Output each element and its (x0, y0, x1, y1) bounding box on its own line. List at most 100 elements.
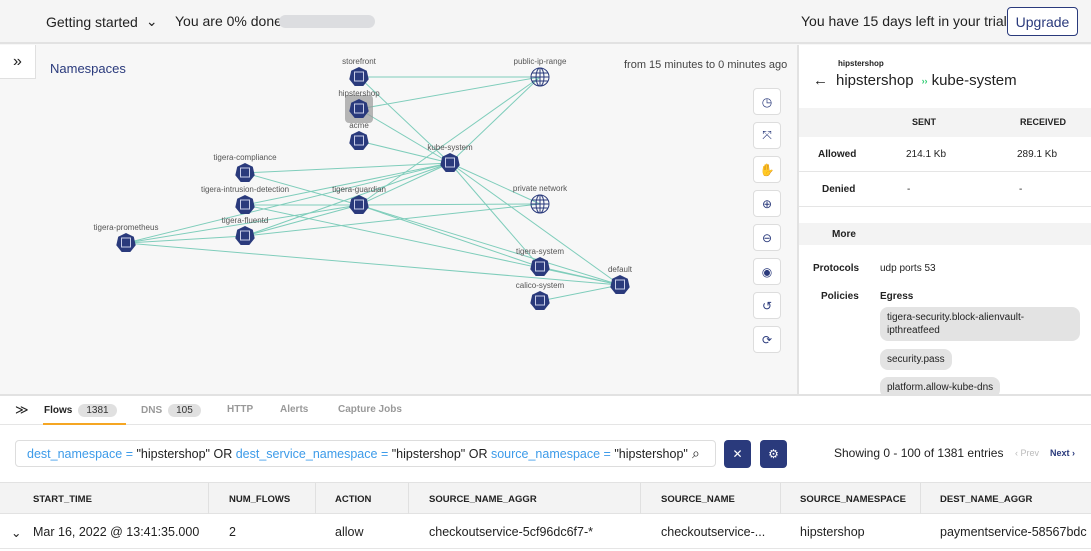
edge-tigera-fluentd-private-network[interactable] (244, 203, 541, 237)
edge-kube-system-public-ip-range[interactable] (449, 76, 541, 164)
cell-start-time: Mar 16, 2022 @ 13:41:35.000 (33, 525, 200, 539)
edge-tigera-prometheus-tigera-guardian[interactable] (125, 204, 360, 244)
egress-label: Egress (880, 291, 914, 302)
column-header[interactable]: SOURCE_NAMESPACE (781, 483, 921, 514)
column-header[interactable]: ACTION (316, 483, 409, 514)
edge-storefront-kube-system[interactable] (358, 76, 451, 164)
close-icon: ✕ (732, 447, 743, 461)
eye-icon[interactable]: ◉ (753, 258, 781, 285)
node-acme[interactable]: acme (349, 121, 369, 150)
denied-row: Denied - - (799, 172, 1091, 207)
edge-hipstershop-public-ip-range[interactable] (358, 76, 541, 110)
tab-alerts[interactable]: Alerts (280, 404, 309, 415)
node-tigera-intrusion-detection[interactable]: tigera-intrusion-detection (201, 185, 289, 214)
edge-tigera-guardian-tigera-system[interactable] (358, 204, 541, 268)
edge-kube-system-default[interactable] (449, 162, 621, 286)
top-bar: Getting started⌄ You are 0% done You hav… (0, 0, 1091, 44)
getting-started-dropdown[interactable]: Getting started⌄ (46, 13, 158, 30)
upgrade-button[interactable]: Upgrade (1007, 7, 1078, 36)
edge-tigera-compliance-kube-system[interactable] (244, 162, 451, 174)
clear-query-button[interactable]: ✕ (724, 440, 751, 468)
namespace-glyph (535, 261, 545, 272)
edge-tigera-system-default[interactable] (539, 266, 621, 286)
next-page-button[interactable]: Next › (1050, 448, 1076, 458)
prev-page-button[interactable]: ‹ Prev (1015, 448, 1040, 458)
column-header[interactable]: NUM_FLOWS (209, 483, 316, 514)
node-label: private network (513, 184, 568, 193)
column-header[interactable]: START_TIME (0, 483, 209, 514)
query-input[interactable]: dest_namespace = "hipstershop" OR dest_s… (15, 440, 716, 467)
node-label: calico-system (516, 281, 565, 290)
zoom-out-icon[interactable]: ⊖ (753, 224, 781, 251)
clock-icon[interactable]: ◷ (753, 88, 781, 115)
query-operator: = (380, 447, 389, 461)
node-kube-system[interactable]: kube-system (427, 143, 473, 172)
column-header[interactable]: SOURCE_NAME (641, 483, 781, 514)
search-icon[interactable]: ⌕ (692, 445, 700, 461)
column-header[interactable]: SOURCE_NAME_AGGR (409, 483, 641, 514)
column-header[interactable]: DEST_NAME_AGGR (940, 494, 1033, 505)
edge-calico-system-default[interactable] (539, 284, 621, 302)
query-value: "hipstershop" (136, 447, 210, 461)
node-storefront[interactable]: storefront (342, 57, 377, 86)
globe-icon (530, 67, 550, 87)
namespace-glyph (354, 71, 364, 82)
edge-kube-system-tigera-system[interactable] (449, 162, 541, 268)
tab-http[interactable]: HTTP (227, 404, 254, 415)
edge-tigera-guardian-kube-system[interactable] (358, 162, 451, 206)
node-tigera-compliance[interactable]: tigera-compliance (213, 153, 277, 182)
edge-acme-kube-system[interactable] (358, 140, 451, 164)
policy-pill[interactable]: platform.allow-kube-dns (880, 377, 1001, 394)
back-arrow-icon[interactable]: ← (813, 72, 828, 89)
edge-tigera-prometheus-default[interactable] (125, 242, 621, 286)
edge-tigera-fluentd-tigera-guardian[interactable] (244, 204, 360, 237)
prev-label: Prev (1020, 448, 1040, 458)
refresh-icon[interactable]: ⟳ (753, 326, 781, 353)
pagination-status: Showing 0 - 100 of 1381 entries (834, 446, 1004, 460)
edge-tigera-guardian-default[interactable] (358, 204, 621, 286)
allowed-row: Allowed 214.1 Kb 289.1 Kb (799, 137, 1091, 172)
expand-sidebar-button[interactable]: » (0, 45, 36, 79)
tab-capture-jobs[interactable]: Capture Jobs (338, 404, 402, 415)
edge-tigera-guardian-private-network[interactable] (358, 203, 541, 206)
edge-kube-system-private-network[interactable] (449, 162, 541, 205)
edge-tigera-prometheus-kube-system[interactable] (125, 162, 451, 244)
node-tigera-fluentd[interactable]: tigera-fluentd (222, 216, 269, 245)
query-value: "hipstershop" (391, 447, 466, 461)
node-label: storefront (342, 57, 377, 66)
node-private-network[interactable]: private network (513, 184, 568, 214)
policy-pill[interactable]: security.pass (880, 349, 952, 370)
zoom-in-icon[interactable]: ⊕ (753, 190, 781, 217)
column-settings-button[interactable]: ⚙ (760, 440, 787, 468)
pan-icon[interactable]: ✋ (753, 156, 781, 183)
fit-icon[interactable]: ⤧ (753, 122, 781, 149)
edge-tigera-fluentd-kube-system[interactable] (244, 162, 451, 237)
edge-hipstershop-kube-system[interactable] (358, 108, 451, 164)
graph-toolbar: ◷ ⤧ ✋ ⊕ ⊖ ◉ ↺ ⟳ (753, 88, 781, 353)
namespace-icon (235, 195, 255, 214)
node-tigera-prometheus[interactable]: tigera-prometheus (94, 223, 159, 252)
node-tigera-system[interactable]: tigera-system (516, 247, 564, 276)
edge-tigera-intrusion-detection-default[interactable] (244, 204, 621, 286)
node-default[interactable]: default (608, 265, 633, 294)
node-calico-system[interactable]: calico-system (516, 281, 565, 310)
protocols-label: Protocols (813, 263, 860, 274)
table-row[interactable]: ⌄ Mar 16, 2022 @ 13:41:35.000 2 allow ch… (0, 514, 1091, 549)
node-hipstershop[interactable]: hipstershop (338, 89, 380, 123)
edge-tigera-prometheus-tigera-fluentd[interactable] (125, 235, 246, 244)
edge-tigera-compliance-tigera-guardian[interactable] (244, 172, 360, 206)
edge-tigera-guardian-public-ip-range[interactable] (358, 76, 541, 206)
undo-icon[interactable]: ↺ (753, 292, 781, 319)
active-tab-indicator (43, 423, 126, 425)
expand-row-icon[interactable]: ⌄ (11, 526, 22, 540)
namespace-graph[interactable]: storefront public-ip-range hipstershopacme… (0, 0, 797, 394)
collapse-panel-icon[interactable]: ≫ (15, 402, 29, 417)
namespace-icon (235, 226, 255, 245)
edge-tigera-intrusion-detection-kube-system[interactable] (244, 162, 451, 206)
node-tigera-guardian[interactable]: tigera-guardian (332, 185, 386, 214)
time-range[interactable]: from 15 minutes to 0 minutes ago (624, 59, 788, 71)
node-public-ip-range[interactable]: public-ip-range (514, 57, 567, 87)
policy-pill[interactable]: tigera-security.block-alienvault-ipthrea… (880, 307, 1080, 341)
